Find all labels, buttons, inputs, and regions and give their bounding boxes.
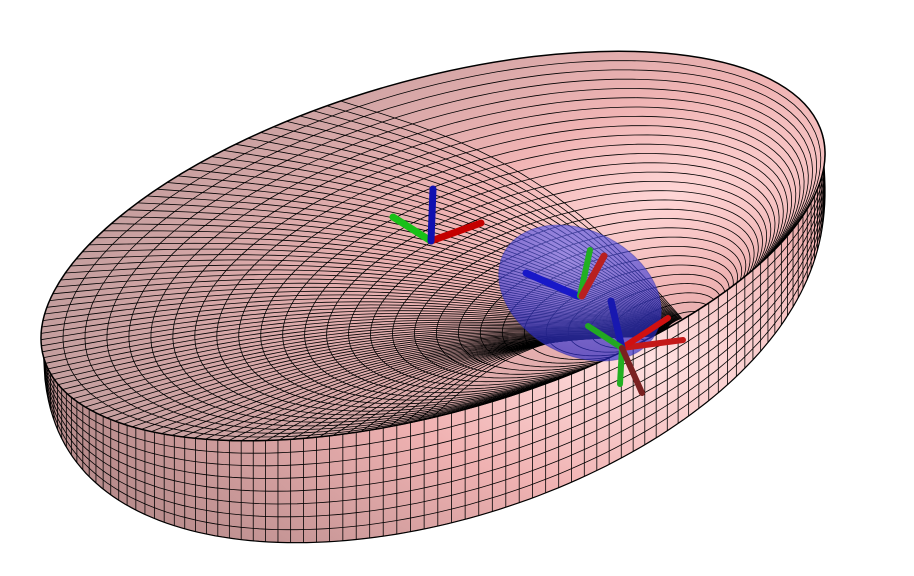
world-z-axis — [427, 185, 437, 245]
contact-x-axis-1 — [619, 337, 686, 351]
contact-frame-axes — [585, 297, 686, 396]
outer-mesh-parallel — [43, 134, 825, 454]
world-y-axis — [389, 213, 435, 245]
sphere-z-axis — [522, 269, 582, 300]
outer-mesh-parallel — [43, 134, 825, 467]
bowl-outer-shell — [43, 134, 826, 544]
outer-mesh-parallel — [43, 134, 825, 505]
contact-x-axis-3 — [619, 345, 645, 396]
outer-mesh-parallel — [43, 134, 825, 479]
sphere-x-axis — [578, 252, 608, 300]
contact-y-axis-1 — [585, 323, 625, 351]
contact-x-axis-2 — [619, 315, 671, 351]
sphere-y-axis — [577, 247, 593, 299]
world-x-axis — [427, 219, 485, 245]
contact-z-axis — [607, 297, 626, 352]
outer-mesh-parallel — [43, 134, 825, 543]
outer-mesh-parallel — [43, 134, 825, 492]
world-frame-axes — [389, 185, 485, 245]
sphere-frame-axes — [522, 247, 608, 300]
outer-mesh-parallel — [43, 134, 825, 531]
outer-mesh-parallel — [43, 134, 825, 518]
